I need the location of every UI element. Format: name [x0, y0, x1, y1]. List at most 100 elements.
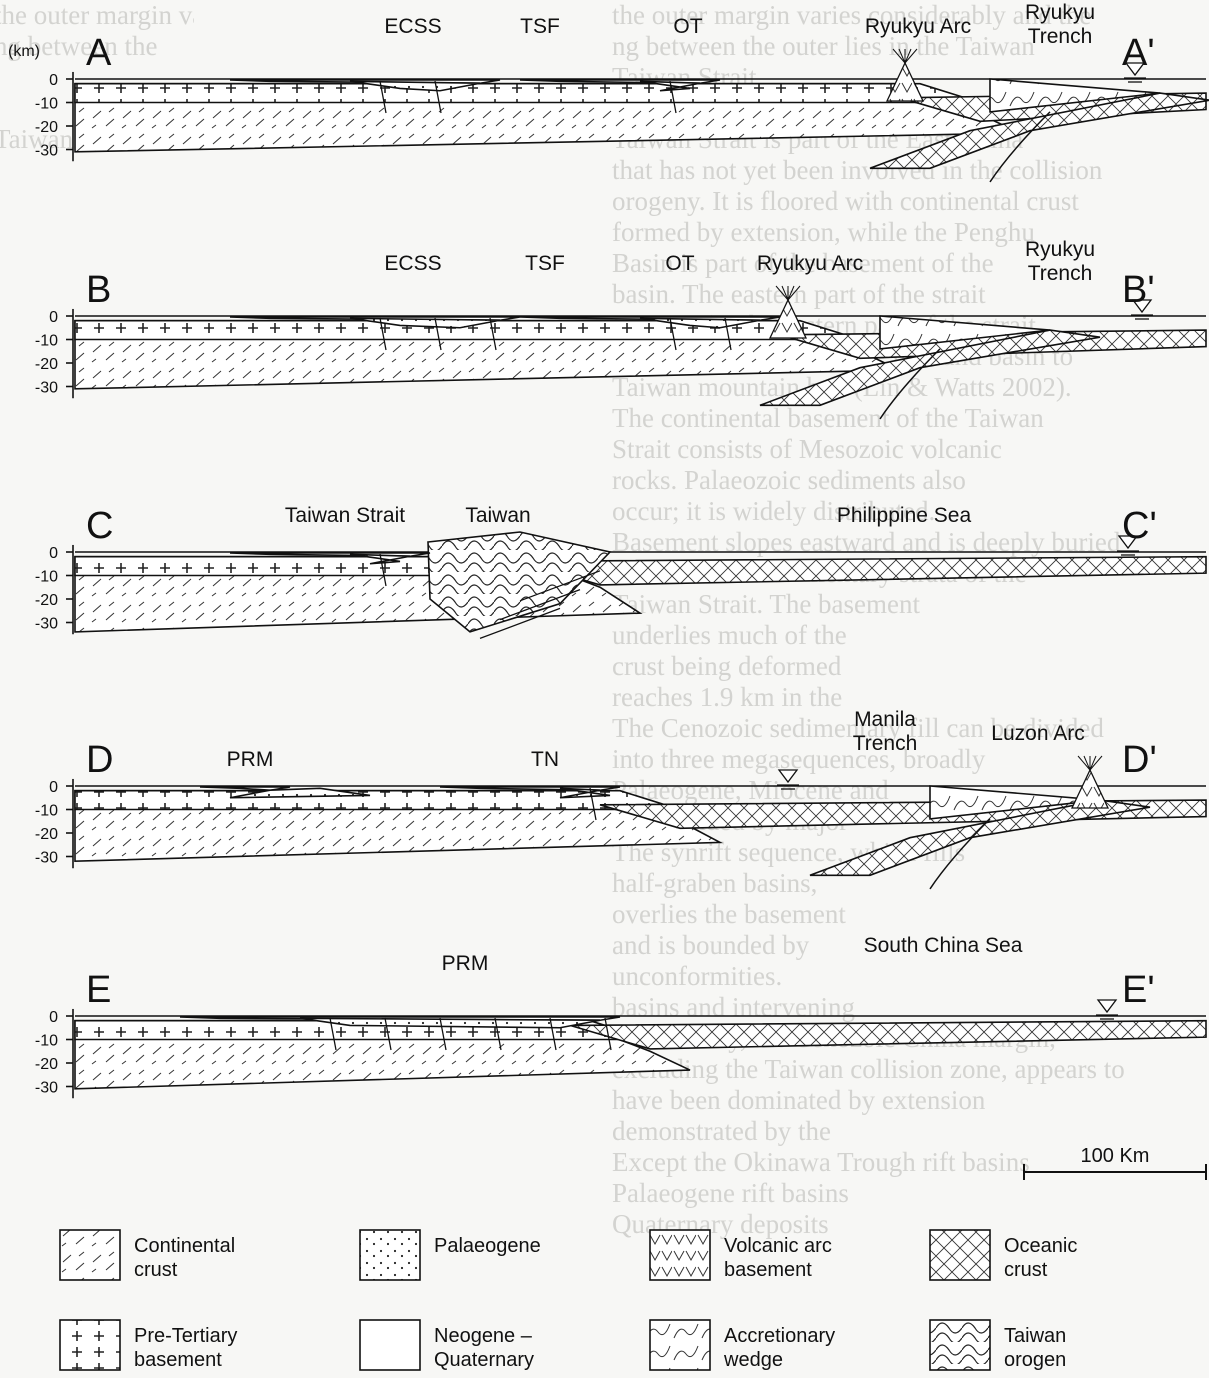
depth-tick-label: -30: [35, 616, 58, 633]
legend-label-pretertiary: basement: [134, 1349, 222, 1371]
section-end-label: D': [1122, 739, 1157, 781]
sea-level-symbol: [779, 770, 797, 782]
depth-tick-label: -10: [35, 96, 58, 113]
legend-label-oceanic: Oceanic: [1004, 1235, 1077, 1257]
legend-label-neogene: Quaternary: [434, 1349, 534, 1371]
legend-label-accretionary: wedge: [723, 1349, 783, 1371]
volcano-ray: [905, 49, 917, 63]
depth-tick-label: -10: [35, 569, 58, 586]
legend-label-continental: crust: [134, 1259, 178, 1281]
depth-tick-label: -30: [35, 143, 58, 160]
depth-tick-label: -20: [35, 826, 58, 843]
oceanic-crust: [520, 557, 1206, 585]
volcanic-arc-body: [887, 63, 923, 101]
legend-label-oceanic: crust: [1004, 1259, 1048, 1281]
depth-tick-label: 0: [49, 545, 58, 562]
section-start-label: C: [86, 505, 113, 547]
place-label: PRM: [442, 952, 489, 975]
legend-label-orogen: Taiwan: [1004, 1325, 1066, 1347]
depth-tick-label: -30: [35, 380, 58, 397]
legend-label-neogene: Neogene –: [434, 1325, 533, 1347]
place-label: ECSS: [384, 15, 441, 38]
legend-swatch-accretionary: [650, 1320, 710, 1370]
volcano-ray: [782, 286, 788, 300]
place-label: Taiwan: [465, 504, 530, 527]
legend-label-accretionary: Accretionary: [724, 1325, 835, 1347]
volcano-ray: [1090, 756, 1102, 770]
pre-tertiary-basement: [75, 84, 980, 103]
trench-label: Trench: [1028, 262, 1093, 285]
place-label: OT: [665, 252, 694, 275]
depth-tick-label: -10: [35, 803, 58, 820]
volcano-ray: [788, 286, 800, 300]
trench-label: Manila: [854, 708, 916, 731]
section-end-label: E': [1122, 969, 1155, 1011]
section-start-label: A: [86, 32, 112, 74]
volcano-ray: [905, 49, 911, 63]
trench-label: Trench: [1028, 25, 1093, 48]
legend-label-orogen: orogen: [1004, 1349, 1066, 1371]
place-label: Luzon Arc: [991, 722, 1084, 745]
section-end-label: C': [1122, 505, 1157, 547]
legend-swatch-palaeogene: [360, 1230, 420, 1280]
depth-tick-label: -20: [35, 119, 58, 136]
legend-swatch-oceanic: [930, 1230, 990, 1280]
place-label: South China Sea: [864, 934, 1023, 957]
legend-label-volcanic: Volcanic arc: [724, 1235, 832, 1257]
depth-tick-label: -20: [35, 592, 58, 609]
volcanic-arc-body: [1072, 770, 1108, 808]
legend-label-pretertiary: Pre-Tertiary: [134, 1325, 237, 1347]
place-label: Philippine Sea: [837, 504, 972, 527]
section-c: 0 -10 -20 -30 C C' Taiwan Strait Taiwan Philippi…: [35, 504, 1206, 638]
scale-bar-label: 100 Km: [1081, 1145, 1150, 1167]
volcano-ray: [1090, 756, 1096, 770]
volcano-ray: [1078, 756, 1090, 770]
depth-tick-label: -30: [35, 1080, 58, 1097]
section-e: 0 -10 -20 -30 E E' PRM South China Sea: [35, 934, 1206, 1098]
place-label: ECSS: [384, 252, 441, 275]
place-label: Taiwan Strait: [285, 504, 405, 527]
section-start-label: E: [86, 969, 111, 1011]
section-end-label: A': [1122, 32, 1155, 74]
oceanic-crust: [570, 1021, 1206, 1049]
legend-swatch-volcanic: [650, 1230, 710, 1280]
legend-swatch-orogen: [930, 1320, 990, 1370]
legend: ContinentalcrustPalaeogeneVolcanic arcba…: [60, 1230, 1077, 1371]
depth-tick-label: 0: [49, 779, 58, 796]
scale-bar: 100 Km: [1024, 1145, 1206, 1180]
legend-label-volcanic: basement: [724, 1259, 812, 1281]
volcano-ray: [1084, 756, 1090, 770]
place-label: TSF: [525, 252, 565, 275]
legend-label-continental: Continental: [134, 1235, 235, 1257]
trench-label: Ryukyu: [1025, 238, 1095, 261]
legend-swatch-continental: [60, 1230, 120, 1280]
depth-tick-label: 0: [49, 1009, 58, 1026]
volcano-ray: [893, 49, 905, 63]
legend-swatch-pretertiary: [60, 1320, 120, 1370]
place-label: PRM: [227, 748, 274, 771]
depth-tick-label: -30: [35, 850, 58, 867]
section-start-label: D: [86, 739, 113, 781]
depth-tick-label: -10: [35, 333, 58, 350]
depth-tick-label: 0: [49, 72, 58, 89]
depth-unit-label: (km): [8, 43, 40, 60]
volcanic-arc-body: [770, 300, 806, 338]
section-b: 0-10-20-30BB'ECSSTSFOTRyukyu ArcRyukyuTr…: [35, 238, 1206, 419]
volcano-ray: [899, 49, 905, 63]
depth-tick-label: 0: [49, 309, 58, 326]
place-label: TSF: [520, 15, 560, 38]
depth-tick-label: -20: [35, 1056, 58, 1073]
trench-label: Trench: [853, 732, 918, 755]
depth-tick-label: -10: [35, 1033, 58, 1050]
section-end-label: B': [1122, 269, 1155, 311]
trench-label: Ryukyu: [1025, 1, 1095, 24]
place-label: Ryukyu Arc: [757, 252, 863, 275]
place-label: TN: [531, 748, 559, 771]
volcano-ray: [776, 286, 788, 300]
legend-swatch-neogene: [360, 1320, 420, 1370]
legend-label-palaeogene: Palaeogene: [434, 1235, 541, 1257]
